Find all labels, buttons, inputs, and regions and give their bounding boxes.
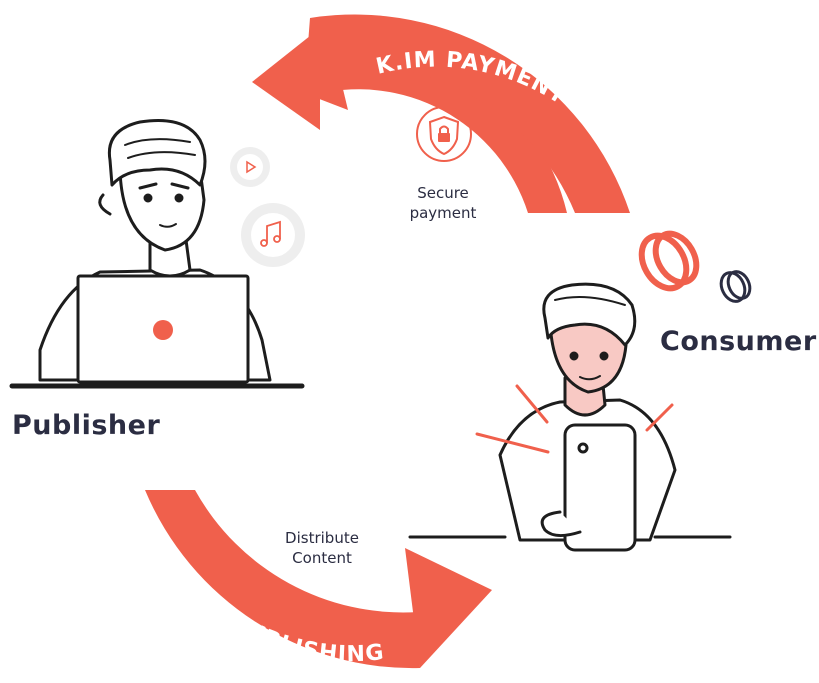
secure-payment-line2: payment bbox=[409, 204, 477, 222]
distribute-content-label: Distribute Content bbox=[262, 528, 382, 568]
publisher-label: Publisher bbox=[12, 410, 161, 441]
laptop-logo bbox=[153, 320, 173, 340]
consumer-label: Consumer bbox=[660, 326, 817, 357]
secure-payment-line1: Secure bbox=[417, 184, 469, 202]
music-note-icon bbox=[241, 203, 305, 267]
coin-icon bbox=[638, 230, 700, 292]
secure-payment-label: Secure payment bbox=[388, 183, 498, 223]
consumer-character bbox=[408, 282, 732, 552]
play-icon bbox=[230, 147, 270, 187]
shield-lock-icon bbox=[416, 106, 472, 162]
distribute-content-line2: Content bbox=[292, 549, 352, 567]
coin-small-icon bbox=[719, 270, 752, 303]
publishing-arrow-head bbox=[405, 548, 492, 668]
alert-rays bbox=[475, 384, 674, 454]
publishing-arrow: K.IM PUBLISHING bbox=[145, 490, 492, 669]
distribute-content-line1: Distribute bbox=[285, 529, 359, 547]
